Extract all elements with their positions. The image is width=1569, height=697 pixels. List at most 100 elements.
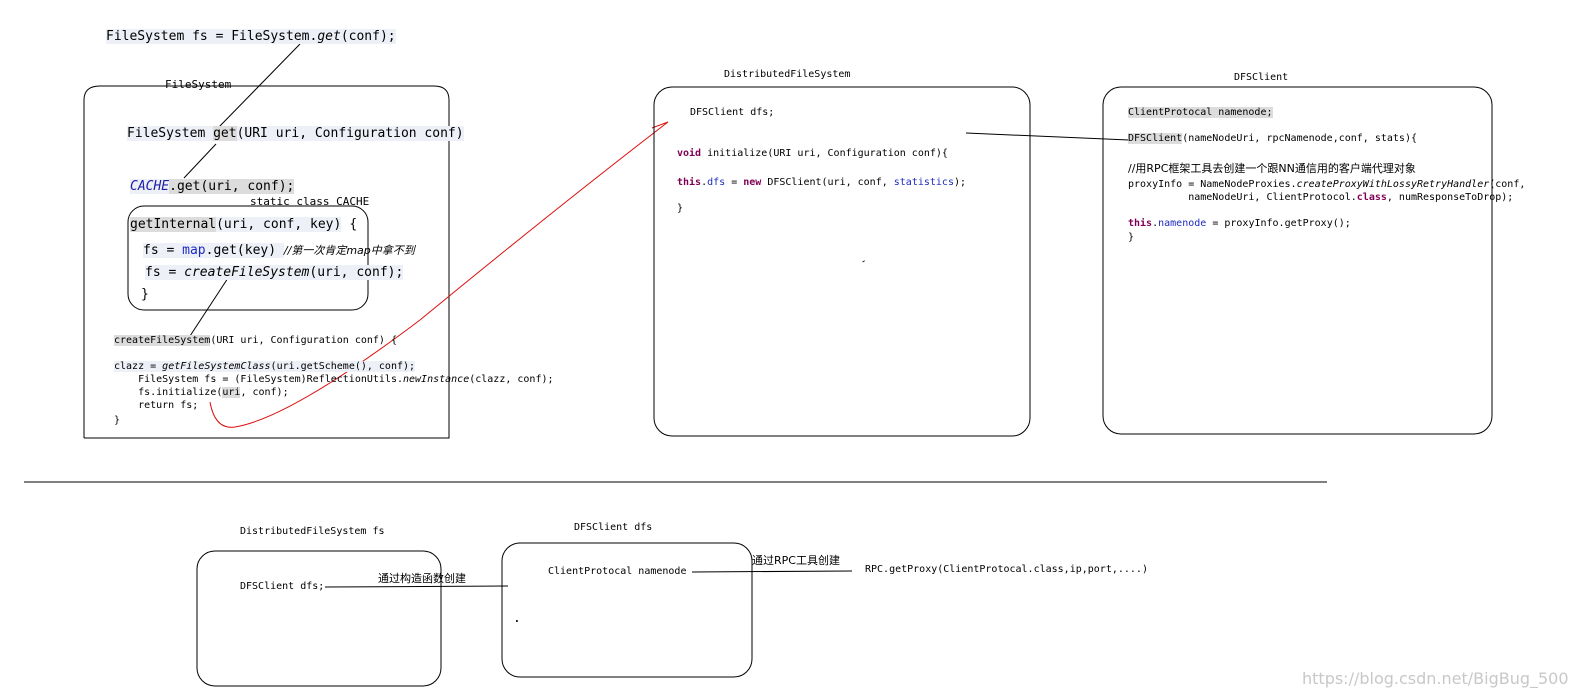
arrow-to-get — [217, 43, 301, 129]
create-line-6: } — [114, 415, 121, 426]
bottom-dot: . — [513, 611, 521, 626]
dfsclient-rest: = proxyInfo.getProxy(); — [1206, 218, 1351, 229]
create-line-2: clazz = getFileSystemClass(uri.getScheme… — [114, 361, 416, 372]
fs-get-b: get — [213, 126, 237, 141]
dfs-void: void — [677, 148, 702, 159]
dfs-initialize: void initialize(URI uri, Configuration c… — [677, 149, 948, 159]
top-code-b: get — [317, 29, 341, 44]
create-2b: getFileSystemClass — [162, 361, 271, 372]
create-3c: (clazz, conf); — [469, 374, 554, 385]
dfsclient-field-text: ClientProtocal namenode; — [1128, 107, 1273, 118]
cache-get-line: CACHE.get(uri, conf); — [130, 179, 295, 194]
bottom-arrow-1 — [324, 585, 509, 588]
bottom-dfs-title: DistributedFileSystem fs — [240, 526, 385, 537]
dfs-dfs: dfs — [707, 177, 726, 188]
cache-internal-box — [127, 205, 369, 311]
top-code-a: FileSystem fs = FileSystem. — [106, 29, 318, 44]
create-line-5: return fs; — [114, 400, 199, 411]
create-line-3: FileSystem fs = (FileSystem)ReflectionUt… — [114, 374, 554, 385]
create-3b: newInstance — [402, 374, 470, 385]
filesystem-title: FileSystem — [165, 78, 232, 91]
dfsclient-p1a: proxyInfo = NameNodeProxies. — [1128, 179, 1297, 190]
dfs-field: DFSClient dfs; — [690, 107, 775, 118]
dfs-eq: = — [725, 177, 744, 188]
bottom-dfs-box — [196, 550, 442, 687]
create-3a: FileSystem fs = (FileSystem)ReflectionUt… — [114, 374, 403, 385]
internal-line-3: fs = createFileSystem(uri, conf); — [145, 265, 404, 280]
dfsclient-title: DFSClient — [1234, 72, 1289, 83]
dfs-dot: . — [701, 177, 708, 188]
dfs-box — [653, 86, 1031, 437]
dfsclient-ctor: DFSClient(nameNodeUri, rpcNamenode,conf,… — [1128, 133, 1417, 144]
bottom-arrow1-label: 通过构造函数创建 — [378, 572, 466, 585]
dfs-this: this — [677, 177, 702, 188]
dfs-title: DistributedFileSystem — [724, 69, 851, 80]
arrow-dfs-to-client — [965, 132, 1130, 141]
static-class-label: static class CACHE — [250, 195, 370, 208]
cache-get-b: .get(uri, conf); — [169, 179, 295, 194]
dfsclient-p2b: class — [1356, 192, 1387, 203]
dfsclient-assign: this.namenode = proxyInfo.getProxy(); — [1128, 219, 1351, 229]
bottom-client-title: DFSClient dfs — [574, 522, 653, 533]
internal-2d: //第一次肯定map中拿不到 — [283, 244, 415, 257]
arrow-to-cache — [183, 143, 217, 179]
dfsclient-p2a: nameNodeUri, ClientProtocol. — [1128, 192, 1357, 203]
fs-get-c: (URI uri, Configuration conf) — [236, 126, 464, 141]
create-2c: (uri.getScheme(), conf); — [270, 361, 416, 372]
cache-get-a: CACHE — [130, 179, 170, 194]
dfsclient-proxy-1: proxyInfo = NameNodeProxies.createProxyW… — [1128, 180, 1525, 190]
fs-get-a: FileSystem — [127, 126, 214, 141]
internal-1b: (uri, conf, key) — [216, 217, 342, 232]
dfs-statistics: statistics — [893, 177, 954, 188]
internal-line-1: getInternal(uri, conf, key) { — [130, 217, 358, 232]
filesystem-box — [83, 85, 450, 439]
bottom-arrow2-label: 通过RPC工具创建 — [752, 554, 840, 567]
internal-3b: createFileSystem — [184, 265, 310, 280]
dfsclient-p1b: createProxyWithLossyRetryHandler — [1296, 179, 1490, 190]
dfs-init-sig: initialize(URI uri, Configuration conf){ — [701, 148, 948, 159]
create-line-4: fs.initialize(uri, conf); — [114, 387, 289, 398]
internal-2c: .get(key) — [205, 243, 284, 258]
bottom-arrow-2 — [691, 570, 853, 573]
dfsclient-field: ClientProtocal namenode; — [1128, 107, 1273, 118]
dfsclient-box — [1102, 86, 1493, 435]
internal-1a: getInternal — [130, 217, 217, 232]
watermark: https://blog.csdn.net/BigBug_500 — [1302, 669, 1569, 688]
dfsclient-p2c: , numResponseToDrop); — [1386, 192, 1514, 203]
create-4c: , conf); — [240, 387, 289, 398]
internal-3a: fs = — [145, 265, 185, 280]
internal-line-2: fs = map.get(key) //第一次肯定map中拿不到 — [143, 243, 415, 258]
internal-3c: (uri, conf); — [309, 265, 404, 280]
dfs-end: ); — [953, 177, 967, 188]
create-4b: uri — [222, 387, 241, 398]
create-2a: clazz = — [114, 361, 163, 372]
dfsclient-namenode: namenode — [1158, 218, 1207, 229]
dfsclient-proxy-2: nameNodeUri, ClientProtocol.class, numRe… — [1128, 193, 1513, 203]
dfs-close: } — [677, 203, 684, 214]
dfs-assign: this.dfs = new DFSClient(uri, conf, stat… — [677, 178, 966, 188]
dfs-new: new — [743, 177, 762, 188]
dfsclient-p1c: (conf, — [1489, 179, 1526, 190]
dfsclient-comment: //用RPC框架工具去创建一个跟NN通信用的客户端代理对象 — [1128, 162, 1416, 175]
dfsclient-this: this — [1128, 218, 1153, 229]
internal-line-4: } — [141, 287, 149, 302]
bottom-dfs-text: DFSClient dfs; — [240, 581, 325, 592]
create-1a: createFileSystem — [114, 335, 211, 346]
arrow-to-create — [189, 277, 229, 337]
internal-2b: map — [182, 243, 206, 258]
internal-1c: { — [349, 217, 358, 232]
bottom-rpc-text: RPC.getProxy(ClientProtocal.class,ip,por… — [865, 564, 1148, 575]
dfsclient-dot: . — [1152, 218, 1159, 229]
create-line-1: createFileSystem(URI uri, Configuration … — [114, 335, 397, 346]
internal-2a: fs = — [143, 243, 183, 258]
top-code-c: (conf); — [340, 29, 396, 44]
red-curve — [209, 121, 669, 428]
bottom-client-box — [501, 542, 753, 678]
top-code-line: FileSystem fs = FileSystem.get(conf); — [106, 29, 396, 44]
create-1b: (URI uri, Configuration conf) { — [210, 335, 397, 346]
dfsclient-ctor-a: DFSClient — [1128, 133, 1183, 144]
filesystem-get-line: FileSystem get(URI uri, Configuration co… — [127, 126, 464, 141]
dfsclient-ctor-b: (nameNodeUri, rpcNamenode,conf, stats){ — [1182, 133, 1417, 144]
bottom-client-text: ClientProtocal namenode — [548, 566, 687, 577]
